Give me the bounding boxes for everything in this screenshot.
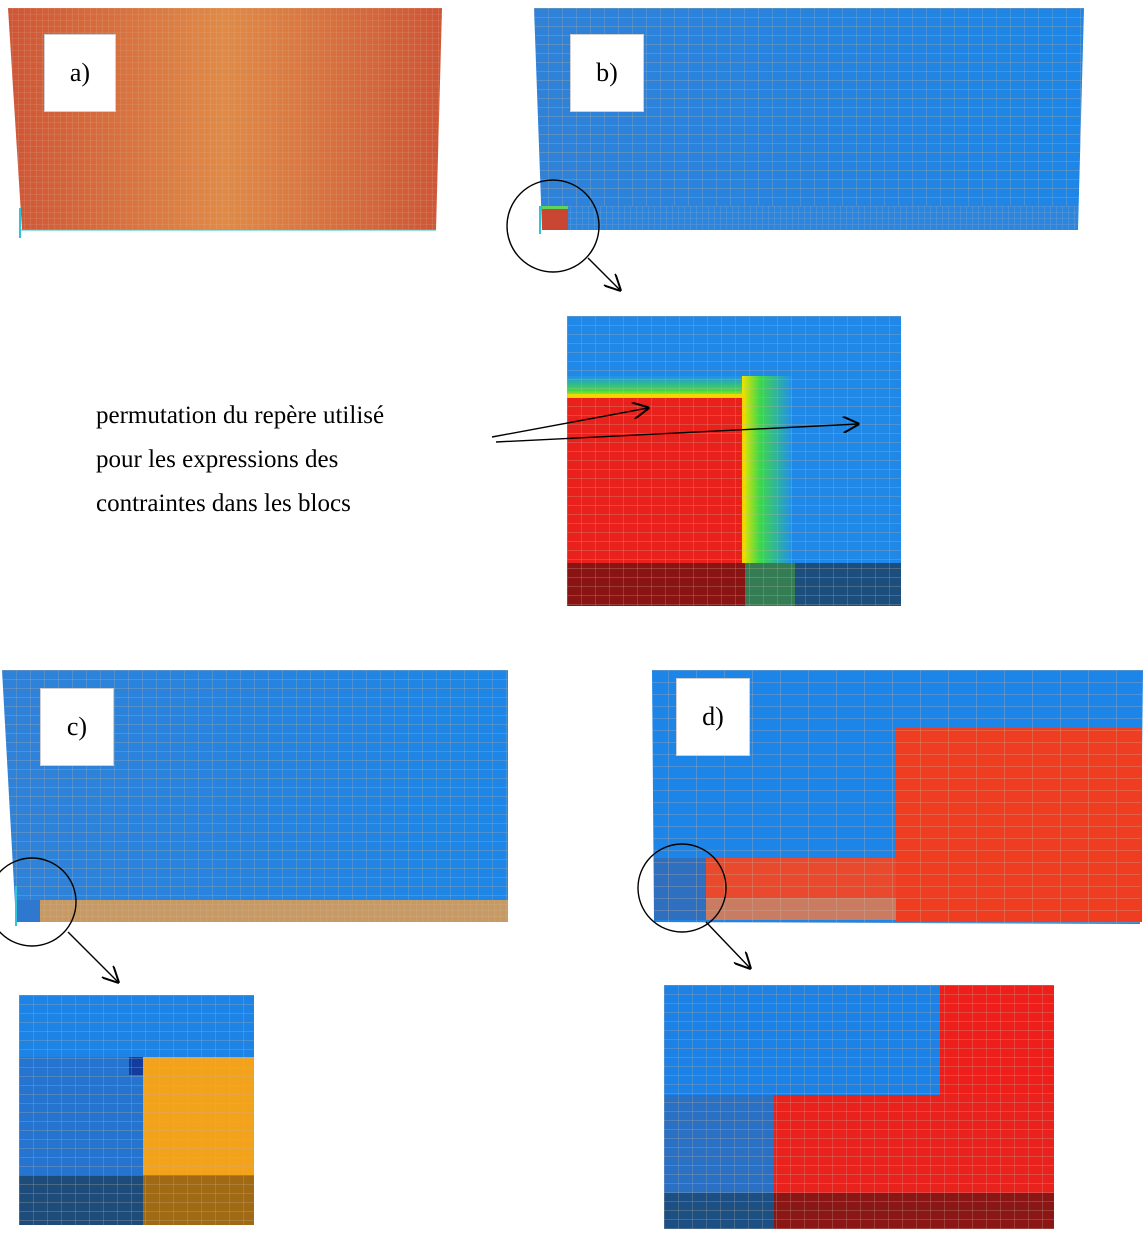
stress-field-d [652, 670, 1143, 924]
panel-b: b) [534, 8, 1090, 234]
panel-a-label: a) [44, 34, 116, 112]
annotation-line-3: contraintes dans les blocs [96, 490, 351, 517]
panel-c: c) [2, 670, 514, 926]
zoom-arrow-c [67, 931, 118, 982]
annotation-arrow-1 [491, 408, 648, 438]
stress-field-c [2, 670, 508, 926]
stress-field-b-zoom [567, 316, 901, 606]
panel-d: d) [640, 670, 1143, 926]
panel-b-label: b) [570, 34, 644, 112]
zoom-circle-d [637, 843, 727, 933]
stress-field-c-zoom [19, 995, 254, 1225]
panel-d-label: d) [676, 678, 750, 756]
annotation-line-2: pour les expressions des [96, 446, 339, 473]
zoom-arrow-d [705, 921, 750, 968]
panel-b-zoom [567, 316, 901, 606]
annotation-arrow-2 [495, 424, 858, 443]
annotation-text: permutation du repère utilisé pour les e… [96, 394, 516, 526]
stress-field-b [534, 8, 1084, 234]
panel-a: a) [6, 8, 446, 240]
stress-field-a [8, 8, 442, 238]
stress-field-d-zoom [664, 985, 1054, 1229]
zoom-circle-b [506, 179, 600, 273]
panel-d-zoom [664, 985, 1054, 1229]
annotation-line-1: permutation du repère utilisé [96, 402, 385, 429]
zoom-circle-c [0, 857, 77, 947]
panel-c-zoom [19, 995, 254, 1225]
zoom-arrow-b [587, 257, 620, 290]
panel-c-label: c) [40, 688, 114, 766]
